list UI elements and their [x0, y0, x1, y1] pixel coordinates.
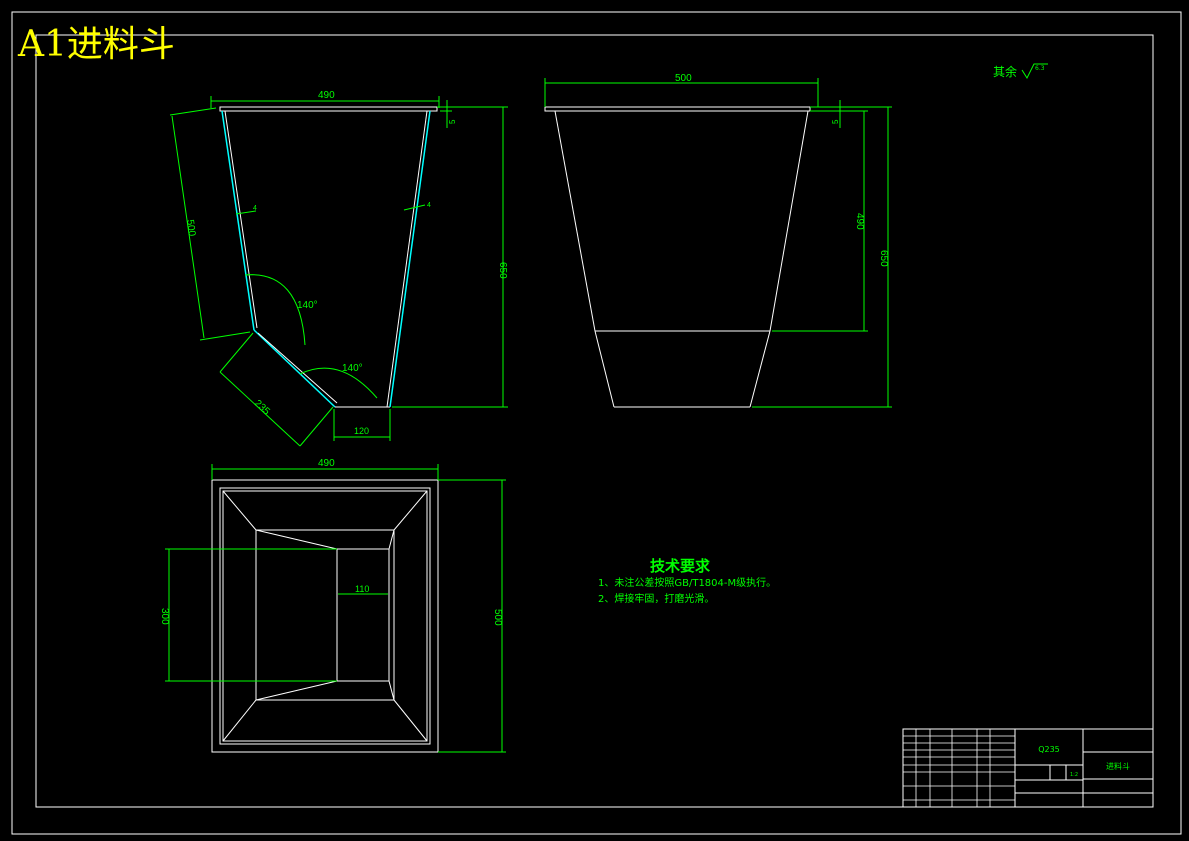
front-left-wall-inner: [224, 110, 258, 329]
dim-front-thickness: 5: [448, 119, 457, 124]
title-block-part-name: 进料斗: [1106, 761, 1130, 771]
side-left-lower: [594, 330, 615, 408]
side-left-upper: [554, 110, 596, 332]
title-block-frame: [902, 728, 1154, 808]
dim-top-depth: 500: [492, 609, 503, 626]
dim-front-slant: 500: [184, 219, 197, 237]
dim-front-bottom-width: 120: [354, 426, 369, 436]
top-outer-frame: [211, 479, 439, 753]
dim-side-thickness: 5: [831, 119, 840, 124]
weld-size-left: 4: [253, 205, 257, 212]
front-right-wall: [389, 110, 431, 408]
dim-front-height: 650: [497, 262, 508, 279]
side-top-plate: [544, 106, 811, 112]
dim-side-height: 650: [878, 250, 889, 267]
angle-arc-lower: [299, 367, 378, 399]
top-outlet: [336, 548, 390, 682]
front-view: 490 5 650 500 235 120 140° 140° 4: [169, 90, 508, 447]
side-right-lower: [749, 330, 771, 408]
tech-requirements: 技术要求 1、未注公差按照GB/T1804-M级执行。 2、焊接牢固，打磨光滑。: [598, 557, 776, 605]
top-mid-rect: [255, 529, 395, 701]
dim-top-width: 490: [318, 458, 335, 469]
top-view: 490 500 300 110: [159, 458, 506, 753]
dim-side-upper-height: 490: [854, 213, 865, 230]
top-plate-outline: [219, 487, 431, 745]
top-plate-inner: [222, 490, 428, 742]
angle-arc-upper: [244, 274, 306, 346]
tech-item-2: 2、焊接牢固，打磨光滑。: [598, 592, 714, 605]
title-block-material: Q235: [1038, 745, 1060, 754]
weld-mark-right: [403, 204, 426, 211]
front-chute-inner: [257, 332, 338, 404]
front-left-wall: [221, 110, 255, 331]
front-right-wall-inner: [386, 110, 428, 408]
dim-top-outlet-width: 110: [355, 584, 369, 594]
front-top-plate: [219, 106, 438, 112]
tech-heading: 技术要求: [650, 557, 711, 575]
side-view: 500 5 490 650: [544, 73, 892, 408]
front-chute-upper: [253, 329, 336, 408]
dim-side-top-width: 500: [675, 73, 692, 84]
roughness-value: 6.3: [1035, 65, 1045, 72]
roughness-label: 其余: [993, 64, 1017, 79]
dim-front-top-width: 490: [318, 90, 335, 101]
dim-line-front-chute: [219, 371, 301, 447]
weld-mark-left: [235, 210, 257, 215]
sheet-title: A1进料斗: [17, 24, 175, 65]
dim-front-chute: 235: [252, 398, 272, 418]
inner-border: [35, 34, 1154, 808]
angle-upper: 140°: [297, 300, 318, 311]
title-block-scale: 1:2: [1070, 772, 1078, 778]
roughness-symbol-icon: [1021, 63, 1048, 80]
weld-size-right: 4: [427, 202, 431, 209]
dim-top-inner-height: 300: [159, 608, 170, 625]
angle-lower: 140°: [342, 363, 363, 374]
roughness-note: 其余 6.3: [993, 63, 1048, 80]
tech-item-1: 1、未注公差按照GB/T1804-M级执行。: [598, 576, 776, 589]
outer-border: [11, 11, 1182, 835]
title-block: Q235 进料斗 1:2: [902, 728, 1154, 808]
side-right-upper: [769, 110, 809, 332]
dim-line-front-slant: [171, 115, 205, 339]
